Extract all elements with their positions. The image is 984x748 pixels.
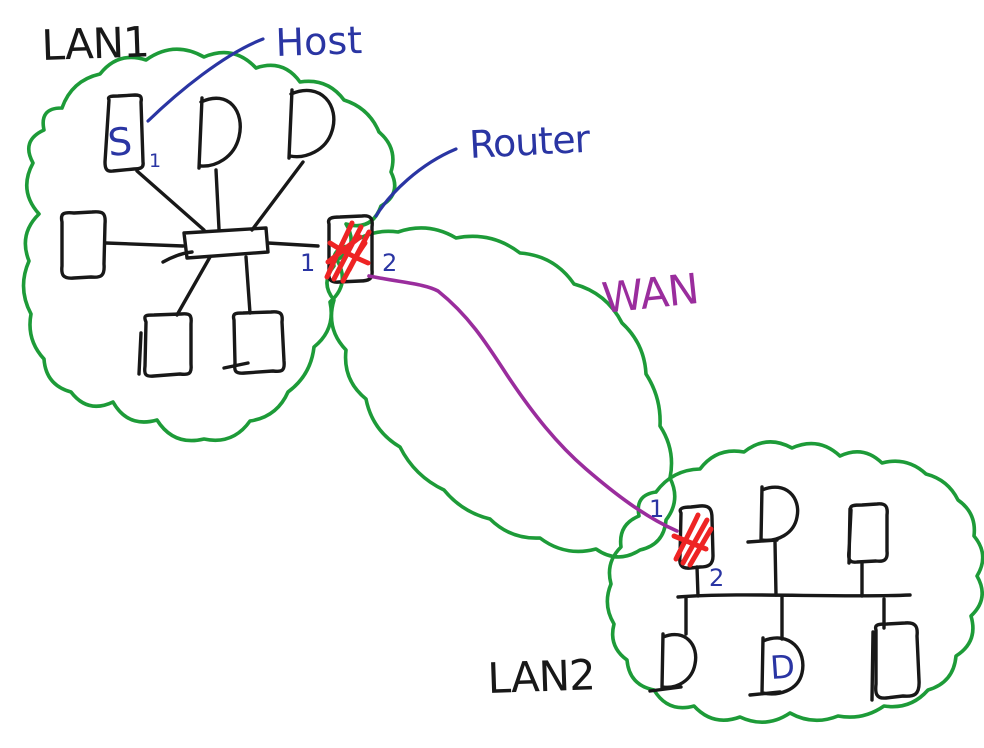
lan2-router-box — [678, 504, 715, 570]
lan2-router-port1-label: 1 — [649, 495, 664, 523]
wan-cloud — [325, 226, 677, 559]
lan2-bus — [676, 593, 912, 599]
lan1-router-scribble — [324, 220, 372, 284]
lan1-label: LAN1 — [41, 17, 150, 70]
lan2-host-top-middle — [746, 485, 800, 544]
router-annotation-label: Router — [468, 117, 591, 167]
lan2-router-scribble — [671, 512, 714, 568]
lan1-host-d1 — [197, 96, 242, 170]
wan-label: WAN — [600, 264, 701, 323]
lan1-router-port2-label: 2 — [382, 249, 397, 277]
lan2-host-bottom-left — [648, 632, 698, 693]
lan2-links — [684, 540, 886, 641]
lan2-host-d-label: D — [769, 647, 796, 687]
lan2-router-port2-label: 2 — [709, 564, 724, 592]
lan1-links — [104, 160, 320, 317]
lan1-cloud — [21, 47, 397, 443]
lan1-hub-switch — [161, 226, 270, 264]
lan1-host-s — [103, 93, 145, 173]
router-annotation-pointer — [374, 147, 458, 218]
lan2-label: LAN2 — [487, 650, 596, 703]
lan2-host-top-right — [847, 502, 889, 565]
lan2-host-bottom-right — [870, 621, 921, 702]
wan-serial-link — [367, 274, 679, 533]
lan2-host-bottom-middle — [748, 636, 805, 697]
host-annotation-label: Host — [275, 18, 363, 65]
host-annotation-pointer — [146, 37, 265, 123]
lan1-host-left — [59, 210, 107, 280]
lan2-cloud — [605, 440, 984, 724]
lan1-host-d2 — [287, 88, 336, 160]
lan1-host-s-label: S — [106, 119, 133, 165]
lan1-host-s-port-label: 1 — [149, 150, 161, 172]
lan1-router-box — [326, 214, 374, 284]
lan1-host-bottom-left — [137, 312, 193, 378]
lan1-router-port1-label: 1 — [300, 249, 315, 277]
lan1-host-bottom-right — [222, 310, 286, 375]
